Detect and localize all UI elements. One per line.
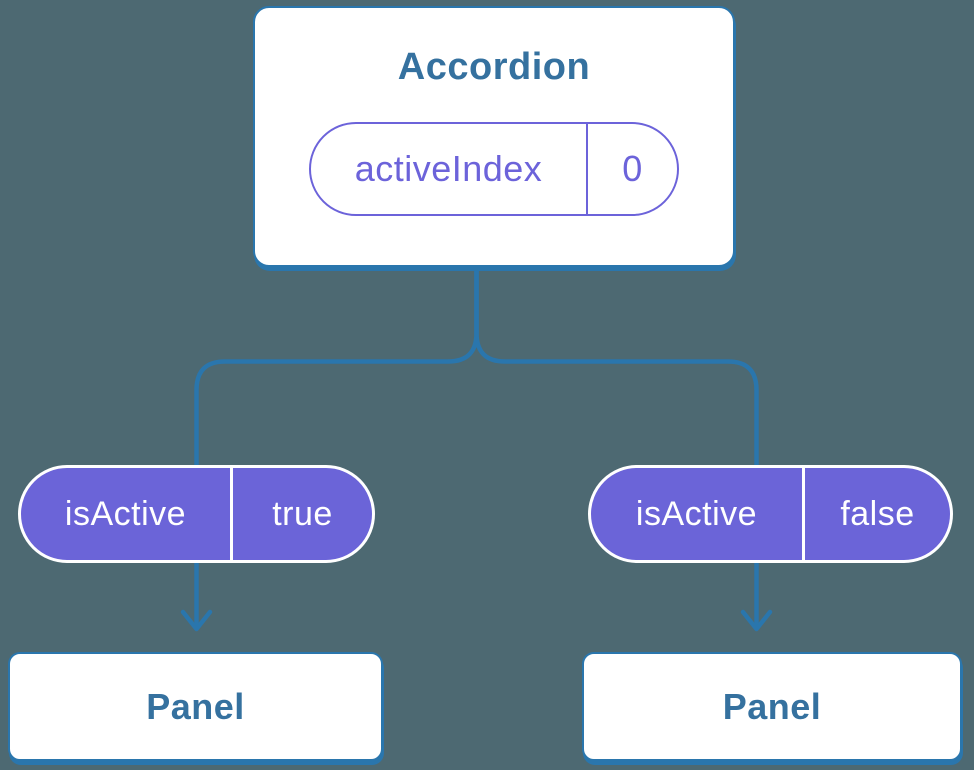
right-arrow-down-icon [740, 609, 773, 632]
left-branch-connector [194, 261, 479, 629]
right-prop-pill-label: isActive [591, 468, 805, 560]
state-pill-label: activeIndex [311, 124, 588, 214]
state-pill-value: 0 [622, 148, 643, 189]
left-prop-pill: isActive true [18, 465, 375, 563]
right-panel-card: Panel [582, 652, 962, 761]
right-prop-pill: isActive false [588, 465, 953, 563]
state-pill: activeIndex 0 [309, 122, 679, 216]
left-arrow-down-icon [180, 609, 213, 632]
left-panel-title: Panel [146, 685, 245, 727]
left-prop-pill-label: isActive [21, 468, 233, 560]
left-panel-card: Panel [8, 652, 383, 761]
accordion-card: Accordion activeIndex 0 [253, 6, 735, 267]
accordion-title: Accordion [397, 46, 591, 88]
right-panel-title: Panel [722, 685, 822, 727]
right-branch-connector [474, 261, 759, 629]
right-prop-pill-value: false [840, 494, 915, 533]
left-prop-pill-value: true [272, 494, 333, 533]
